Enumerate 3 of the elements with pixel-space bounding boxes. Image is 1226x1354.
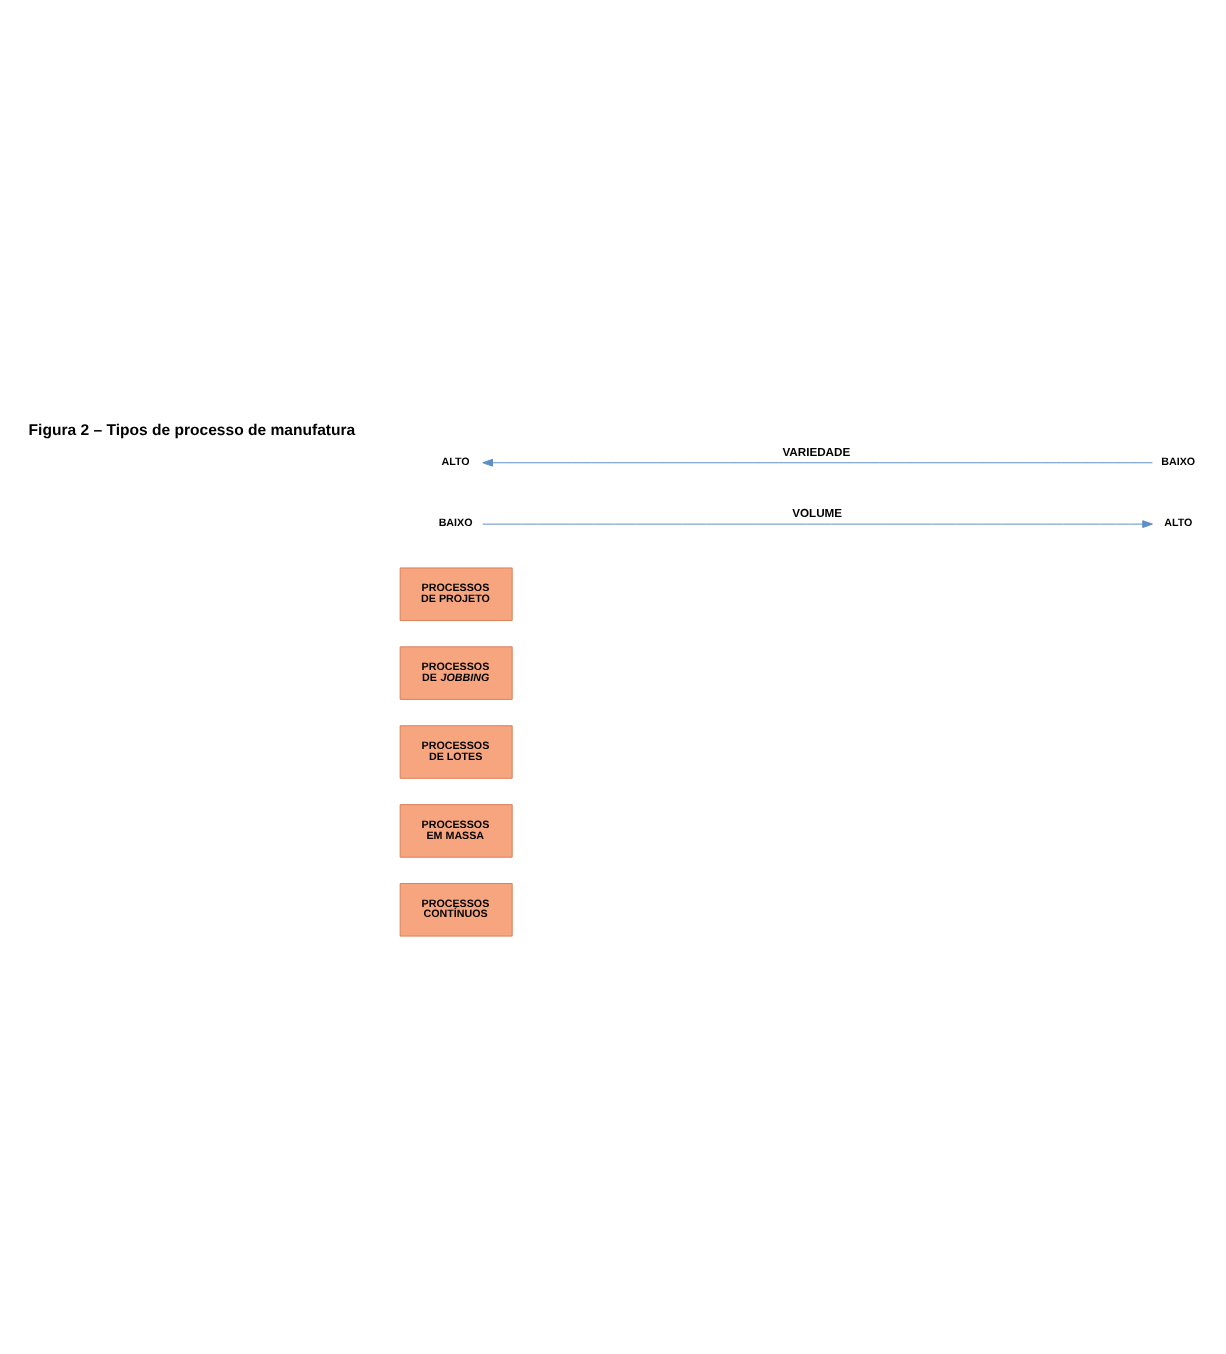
arrow bbox=[482, 519, 1153, 527]
diagram-title: Figura 2 – Tipos de processo de manufatura bbox=[28, 420, 356, 439]
arrow bbox=[482, 457, 1153, 466]
